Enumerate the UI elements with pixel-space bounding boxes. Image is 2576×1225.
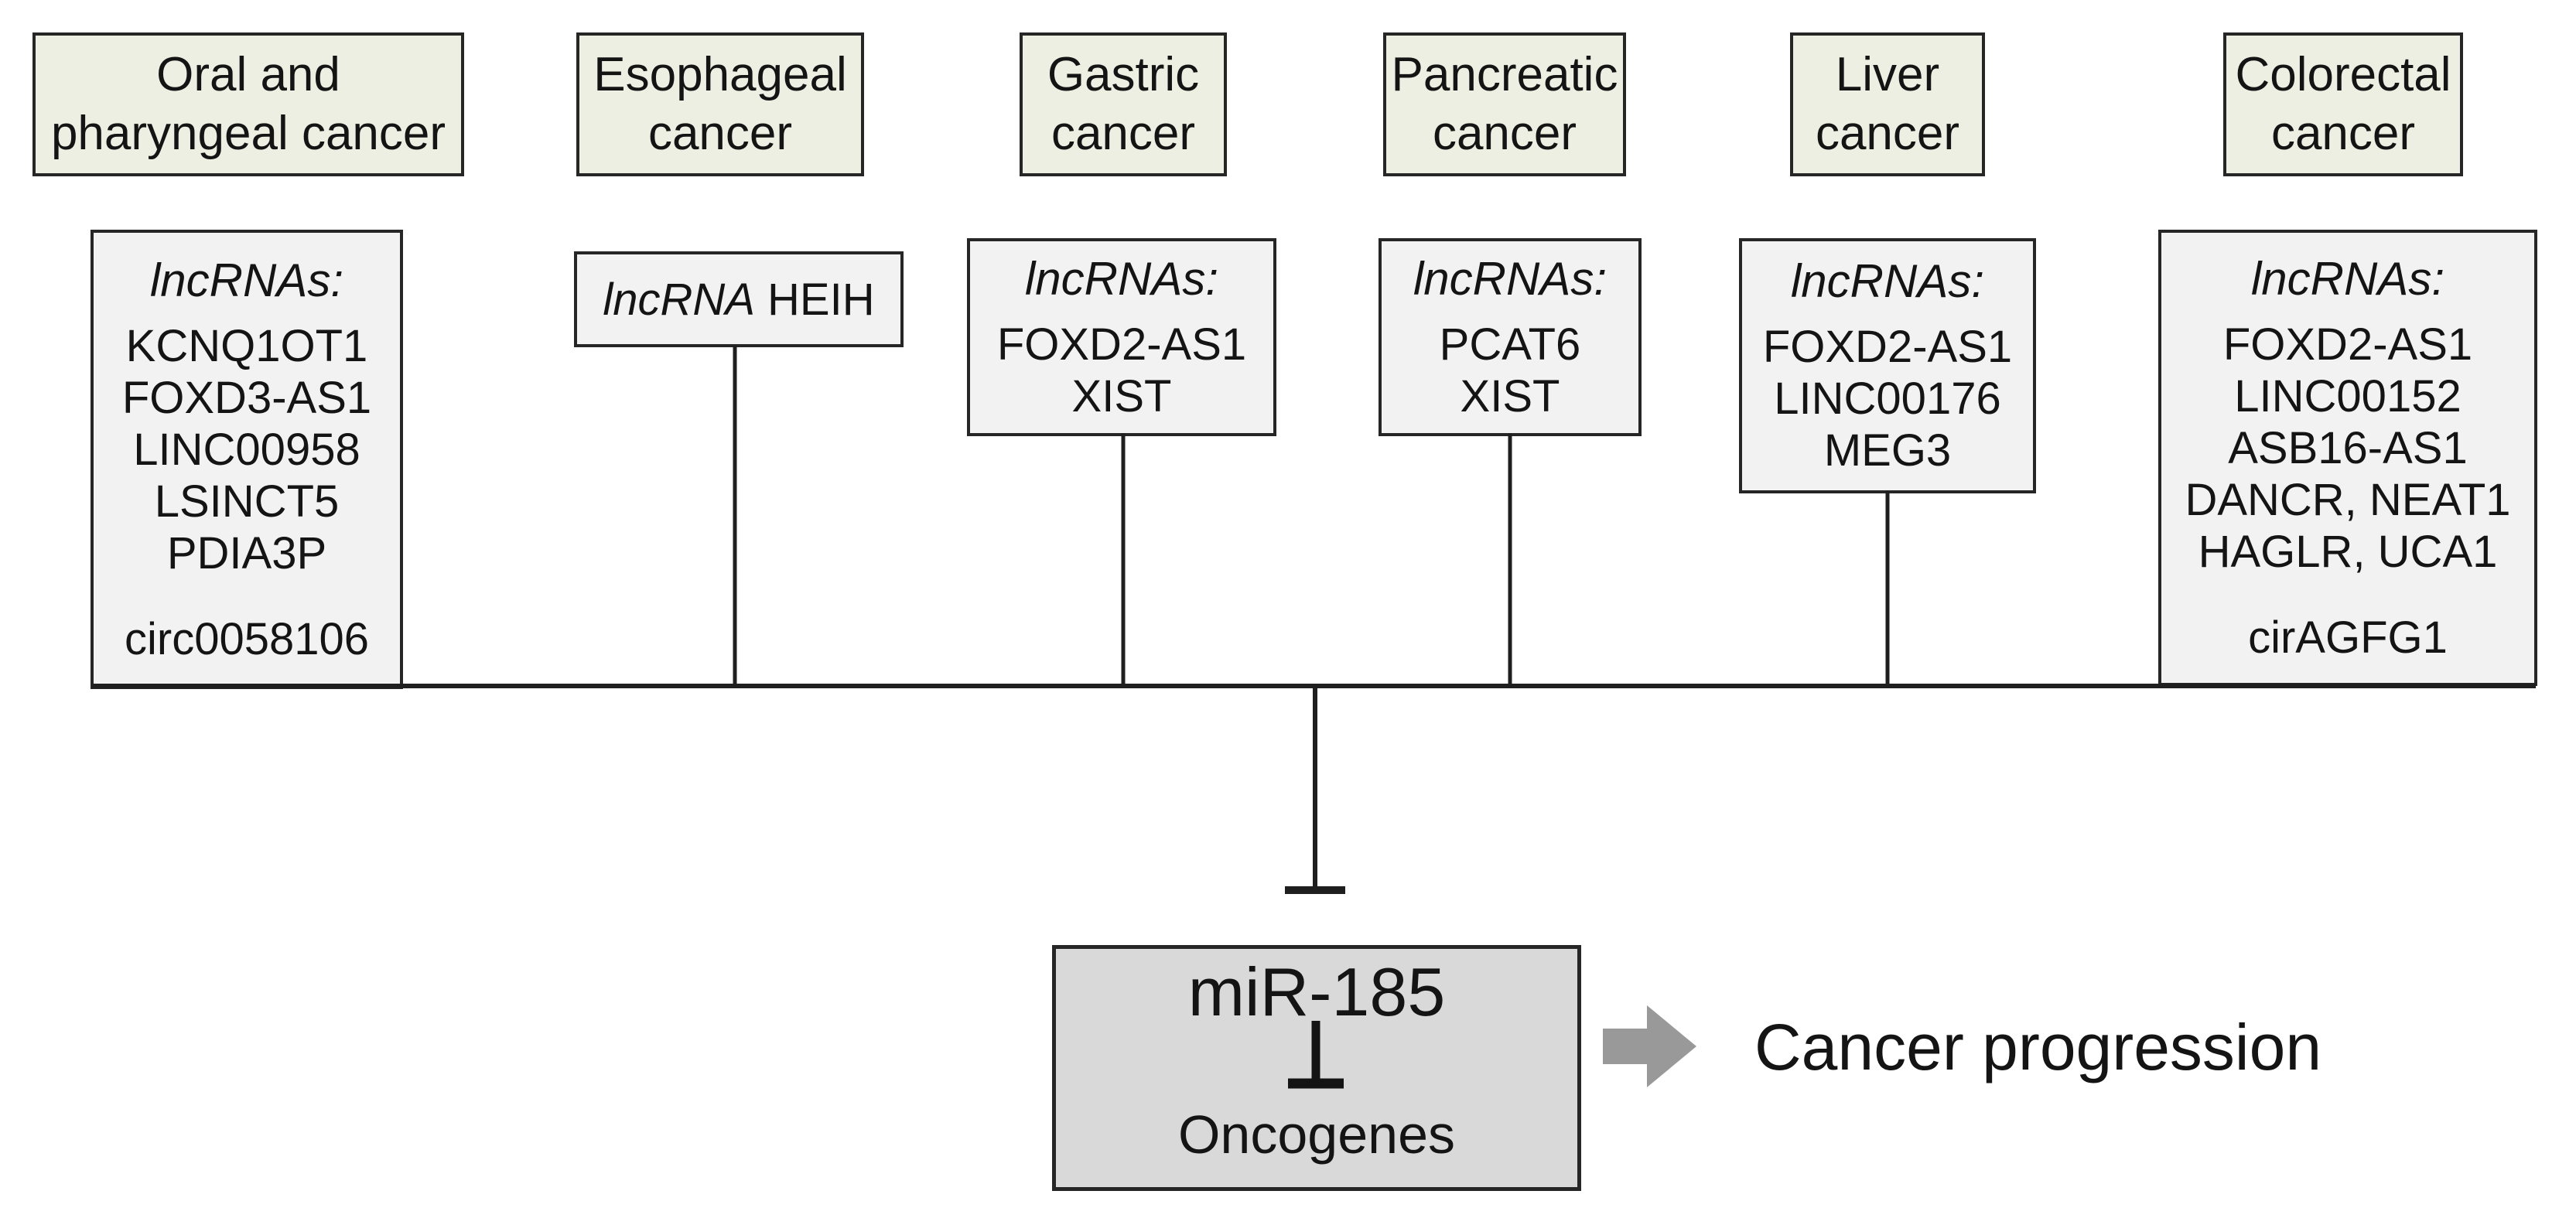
- gene-item: KCNQ1OT1: [125, 320, 368, 371]
- rna-box-gastric: lncRNAs: FOXD2-AS1 XIST: [967, 238, 1276, 436]
- gene-item: FOXD2-AS1: [2222, 319, 2473, 370]
- cancer-label-line2: cancer: [1815, 107, 1960, 160]
- cancer-label-line2: cancer: [647, 107, 793, 160]
- mirna-title: miR-185: [1187, 954, 1446, 1030]
- cancer-label-line2: cancer: [1051, 107, 1196, 160]
- cancer-label-line1: Colorectal: [2235, 48, 2451, 101]
- gene-item: HEIH: [767, 274, 875, 325]
- cancer-progression-label: Cancer progression: [1754, 1011, 2322, 1083]
- cancer-label-line1: Esophageal: [593, 48, 847, 101]
- gene-item: PCAT6: [1439, 319, 1581, 370]
- mir185-box: miR-185 Oncogenes: [1052, 945, 1581, 1191]
- cancer-box-gastric: Gastric cancer: [1020, 32, 1227, 176]
- cancer-box-oral-pharyngeal: Oral and pharyngeal cancer: [32, 32, 464, 176]
- cancer-label-line2: pharyngeal cancer: [50, 107, 446, 160]
- gene-item: PDIA3P: [166, 527, 327, 578]
- gene-item: MEG3: [1823, 425, 1952, 476]
- gene-item: LINC00958: [133, 424, 360, 475]
- rna-list-label: lncRNAs:: [2250, 252, 2445, 305]
- gene-item: LINC00176: [1774, 374, 2001, 424]
- gene-item: DANCR, NEAT1: [2185, 474, 2511, 525]
- gene-item: LSINCT5: [154, 476, 340, 527]
- rna-list-label: lncRNA: [603, 274, 756, 325]
- cancer-box-liver: Liver cancer: [1790, 32, 1985, 176]
- cancer-label-line2: cancer: [1432, 107, 1577, 160]
- rna-box-liver: lncRNAs: FOXD2-AS1 LINC00176 MEG3: [1739, 238, 2036, 493]
- gene-item: XIST: [1460, 370, 1560, 421]
- rna-list-label: lncRNAs:: [1790, 255, 1985, 307]
- cancer-box-esophageal: Esophageal cancer: [576, 32, 864, 176]
- rna-box-oral-pharyngeal: lncRNAs: KCNQ1OT1 FOXD3-AS1 LINC00958 LS…: [91, 230, 403, 689]
- cancer-label-line1: Liver: [1835, 48, 1940, 101]
- cancer-label-line1: Pancreatic: [1391, 48, 1618, 101]
- gene-item-circular: cirAGFG1: [2248, 612, 2448, 663]
- rna-list-label: lncRNAs:: [1024, 252, 1219, 305]
- rna-list-label: lncRNAs:: [149, 254, 344, 306]
- rna-box-esophageal: lncRNA HEIH: [574, 251, 904, 347]
- cancer-label-line1: Oral and: [156, 48, 340, 101]
- rna-box-pancreatic: lncRNAs: PCAT6 XIST: [1379, 238, 1642, 436]
- gene-item: FOXD2-AS1: [1762, 322, 2013, 372]
- gene-item: HAGLR, UCA1: [2198, 526, 2498, 577]
- oncogenes-label: Oncogenes: [1177, 1104, 1456, 1165]
- gene-item: LINC00152: [2234, 370, 2462, 421]
- cancer-label-line1: Gastric: [1047, 48, 1200, 101]
- rna-list-label: lncRNAs:: [1413, 252, 1607, 305]
- cancer-box-colorectal: Colorectal cancer: [2223, 32, 2463, 176]
- rna-box-colorectal: lncRNAs: FOXD2-AS1 LINC00152 ASB16-AS1 D…: [2158, 230, 2537, 686]
- cancer-label-line2: cancer: [2270, 107, 2416, 160]
- gene-item-circular: circ0058106: [125, 613, 369, 664]
- cancer-box-pancreatic: Pancreatic cancer: [1383, 32, 1626, 176]
- gene-item: FOXD2-AS1: [996, 319, 1247, 370]
- gene-item: FOXD3-AS1: [121, 372, 372, 423]
- gene-item: XIST: [1071, 370, 1172, 421]
- gene-item: ASB16-AS1: [2228, 422, 2468, 473]
- progression-arrow-icon: [1603, 1005, 1696, 1087]
